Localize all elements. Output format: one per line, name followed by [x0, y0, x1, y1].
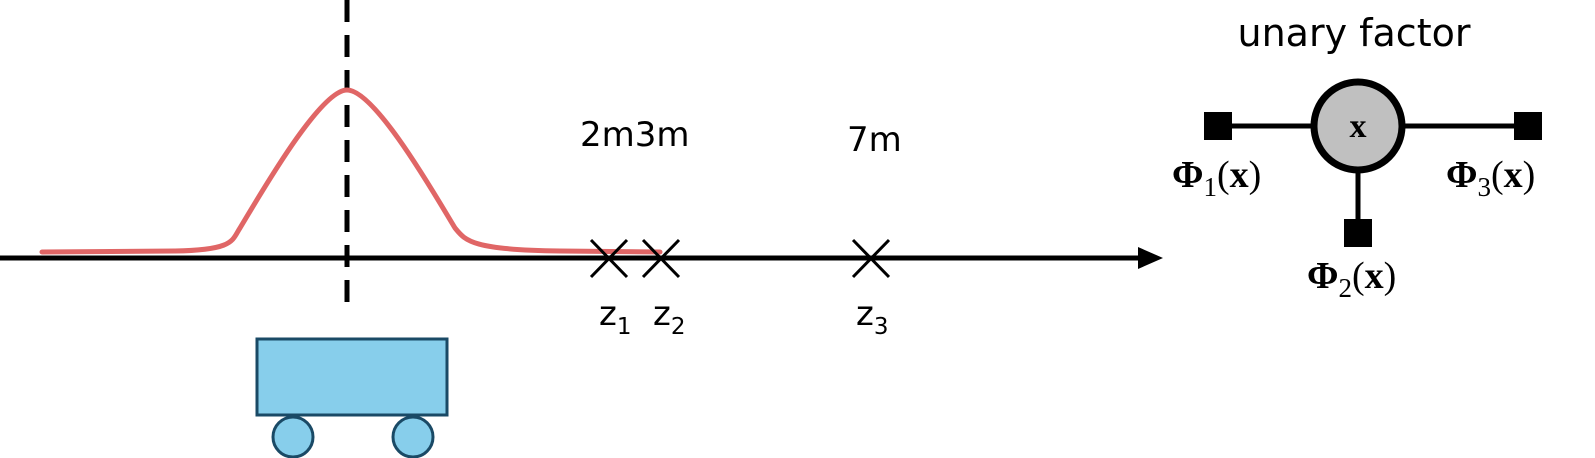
robot-cart — [255, 337, 449, 458]
distance-label-3m: 3m — [635, 115, 690, 155]
gaussian-belief-curve — [39, 87, 663, 255]
axis-arrowhead-icon — [1138, 247, 1163, 269]
z1-label: z1 — [599, 294, 632, 340]
measurement-z3-cross-icon — [851, 238, 891, 279]
measurement-z2-cross-icon — [641, 238, 681, 279]
distance-label-7m: 7m — [847, 120, 902, 160]
robot-wheel-left — [271, 415, 315, 458]
factor-square-1-icon — [1204, 112, 1232, 140]
factor-square-3-icon — [1514, 112, 1542, 140]
variable-node — [1310, 78, 1406, 174]
distance-label-2m: 2m — [580, 115, 635, 155]
robot-body — [255, 337, 449, 417]
factor-label-3: Φ3(x) — [1446, 154, 1535, 202]
factor-graph-title: unary factor — [1238, 11, 1471, 55]
measurement-z1-cross-icon — [589, 238, 629, 279]
factor-label-2: Φ2(x) — [1307, 255, 1396, 303]
robot-wheel-right — [391, 415, 435, 458]
z2-label: z2 — [653, 294, 686, 340]
factor-label-1: Φ1(x) — [1172, 154, 1261, 202]
factor-square-2-icon — [1344, 219, 1372, 247]
z3-label: z3 — [856, 294, 889, 340]
distance-labels-z1-z2: 2m3m — [580, 115, 690, 155]
variable-node-label: x — [1350, 108, 1367, 145]
